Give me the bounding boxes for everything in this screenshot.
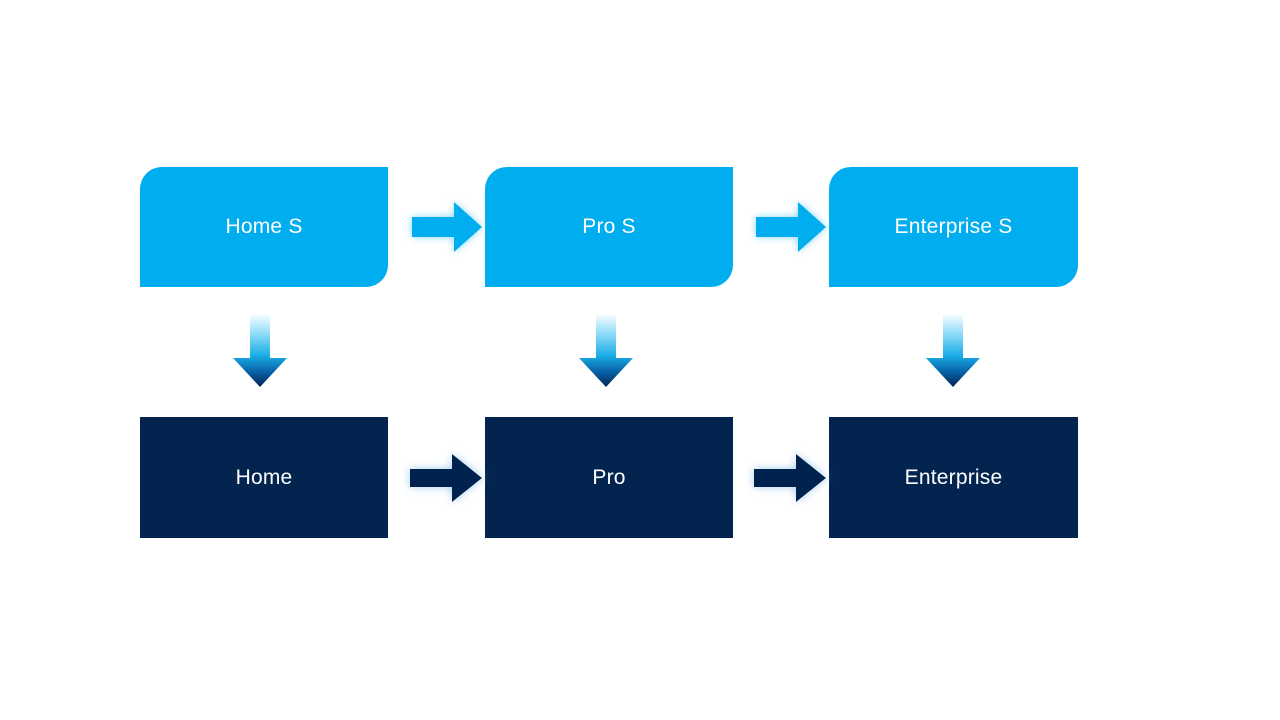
node-pro[interactable]: Pro [485,417,733,538]
down-arrow-pro-icon [571,311,641,391]
top-arrow-2-right-arrow-icon [748,196,832,258]
node-pro-label: Pro [592,465,626,489]
node-enterprise[interactable]: Enterprise [829,417,1078,538]
node-enterprise-s-label: Enterprise S [894,215,1013,239]
node-home[interactable]: Home [140,417,388,538]
node-pro-s[interactable]: Pro S [485,167,733,287]
node-home-s[interactable]: Home S [140,167,388,287]
down-arrow-enterprise-icon [918,311,988,391]
node-pro-s-label: Pro S [582,215,636,239]
top-arrow-1-right-arrow-icon [404,196,488,258]
node-enterprise-label: Enterprise [904,465,1003,489]
bottom-arrow-1-right-arrow-icon [402,447,490,509]
node-home-s-label: Home S [225,215,303,239]
node-home-label: Home [235,465,293,489]
node-enterprise-s[interactable]: Enterprise S [829,167,1078,287]
bottom-arrow-2-right-arrow-icon [746,447,834,509]
down-arrow-home-icon [225,311,295,391]
